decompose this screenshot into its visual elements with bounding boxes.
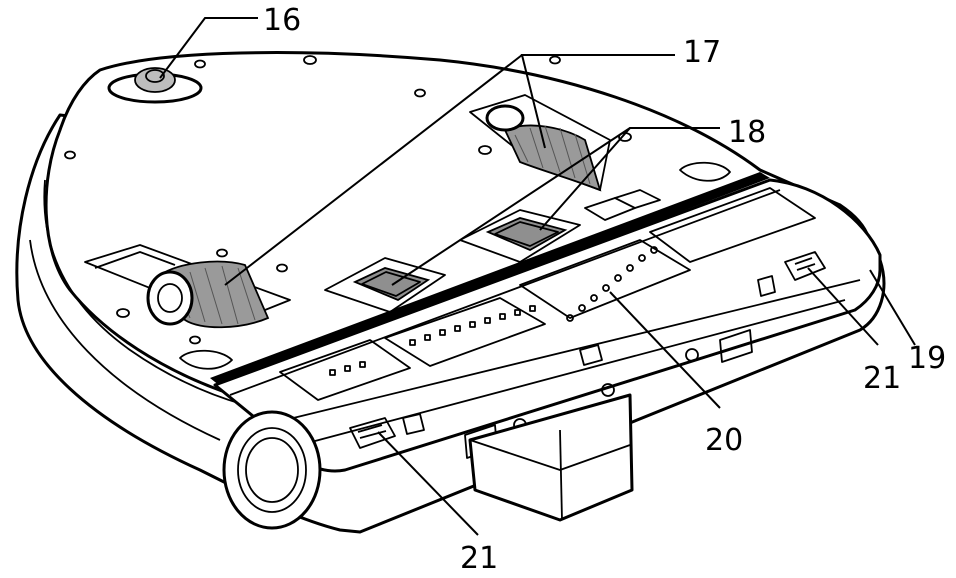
suction-slot-dots: [329, 246, 658, 376]
callout-21-right: 21: [863, 361, 901, 396]
callout-18: 18: [728, 115, 766, 150]
leader-18-to-left-pad: [391, 127, 631, 286]
seam-strip: [210, 172, 770, 386]
callout-20: 20: [705, 423, 743, 458]
callout-labels: 16 17 18 19 20 21 21: [263, 3, 946, 576]
brush-pad-right: [459, 209, 581, 263]
leader-16: [159, 17, 258, 79]
leader-21-bottom: [377, 431, 479, 536]
leader-21-right: [807, 267, 879, 346]
callout-19: 19: [908, 341, 946, 376]
rear-roller-wheel: [222, 410, 322, 530]
brush-pad-left: [324, 257, 446, 313]
leader-19: [869, 269, 916, 346]
callout-16: 16: [263, 3, 301, 38]
drive-wheel-left: [84, 244, 291, 329]
leader-17-to-right-wheel: [520, 54, 675, 149]
callout-21-bottom: 21: [460, 541, 498, 576]
body-rim-line: [43, 179, 246, 406]
callout-17: 17: [683, 35, 721, 70]
latch-right: [757, 251, 826, 297]
sensor-windows: [179, 161, 731, 370]
leader-17-to-left-wheel: [224, 54, 523, 286]
leader-18-to-right-pad: [539, 127, 720, 231]
caster-wheel: [107, 67, 203, 104]
drive-wheel-right: [469, 94, 611, 192]
latch-bottom: [349, 413, 425, 449]
bumper-panels: [279, 187, 816, 401]
dust-bin: [468, 393, 634, 522]
leader-lines: [159, 17, 916, 536]
leader-20: [609, 291, 721, 409]
